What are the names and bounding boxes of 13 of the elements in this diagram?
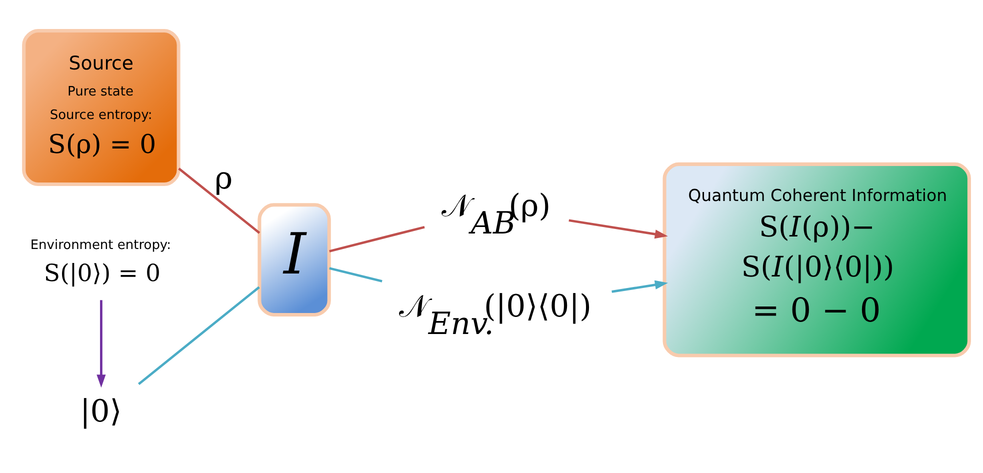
node-box: Quantum Coherent Information S(I(ρ))− S(I(|0⟩⟨0|)) = 0 − 0 [662, 162, 971, 358]
arrow [612, 280, 668, 293]
node-box: I [258, 203, 331, 316]
arrow [96, 300, 106, 388]
connector [329, 267, 382, 282]
connector [178, 168, 260, 234]
node-text: Environment entropy: S(|0⟩) = 0 [30, 238, 172, 288]
node-text: |0⟩ [80, 394, 122, 430]
arrow [568, 219, 668, 239]
node-box: Source Pure state Source entropy: S(ρ) = 0 [22, 28, 180, 186]
connector [138, 286, 260, 386]
edge-label: ρ [214, 162, 233, 197]
connector [329, 226, 425, 252]
